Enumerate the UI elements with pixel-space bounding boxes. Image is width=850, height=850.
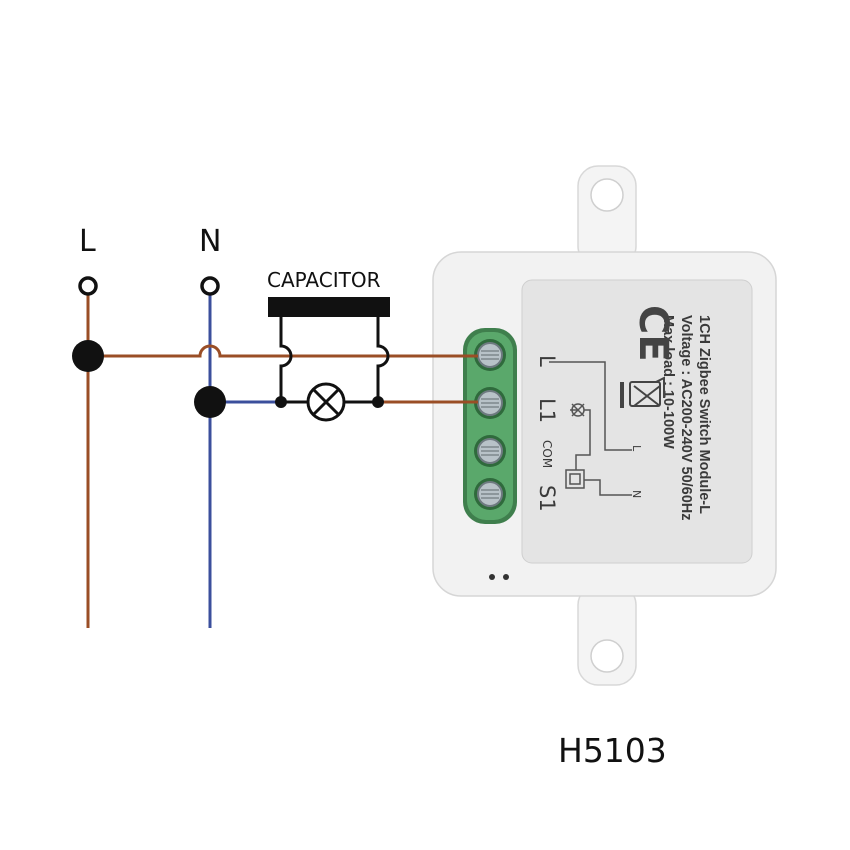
ce-mark: CE: [630, 305, 676, 362]
label-terminal-l-group: L: [535, 355, 559, 367]
label-terminal-l1: L1: [535, 398, 559, 423]
capacitor-junction-right: [372, 396, 384, 408]
spec-text-group: 1CH Zigbee Switch Module-L Voltage : AC2…: [660, 315, 712, 521]
neutral-supply-terminal: [200, 276, 220, 296]
status-led-dot: [489, 574, 495, 580]
label-terminal-com: COM: [540, 440, 554, 468]
model-number: H5103: [558, 731, 667, 770]
reset-hole-dot: [503, 574, 509, 580]
label-terminal-l: L: [535, 355, 559, 367]
top-mounting-tab: [577, 165, 637, 267]
terminal-screw-l1: [474, 387, 506, 419]
terminal-screw-l: [474, 339, 506, 371]
schematic-label-l: L: [630, 445, 643, 452]
label-terminal-l1-group: L1: [535, 398, 559, 423]
capacitor-label: CAPACITOR: [267, 268, 381, 292]
terminal-block: [463, 328, 517, 524]
schematic-label-n-group: N: [630, 490, 643, 498]
live-junction-dot: [72, 340, 104, 372]
capacitor-lead-left: [279, 317, 293, 402]
label-terminal-s1: S1: [535, 485, 559, 512]
spec-line-1: 1CH Zigbee Switch Module-L: [696, 315, 712, 514]
ce-mark-group: CE: [630, 305, 676, 362]
terminal-screw-com: [474, 435, 506, 467]
spec-line-2: Voltage : AC200-240V 50/60Hz: [678, 315, 694, 521]
weee-bin-icon: [620, 376, 665, 408]
capacitor: [268, 297, 390, 408]
spec-line-3: Max.load : 10-100W: [660, 315, 676, 449]
neutral-label: N: [199, 224, 221, 259]
capacitor-body: [268, 297, 390, 317]
capacitor-lead-right: [376, 317, 390, 402]
schematic-label-n: N: [630, 490, 643, 498]
bottom-mounting-tab: [577, 584, 637, 686]
capacitor-junction-left: [275, 396, 287, 408]
label-terminal-com-group: COM: [540, 440, 554, 468]
live-supply-terminal: [78, 276, 98, 296]
switch-module: 1CH Zigbee Switch Module-L Voltage : AC2…: [432, 165, 777, 686]
neutral-junction-dot: [194, 386, 226, 418]
live-label: L: [79, 224, 96, 259]
live-feed-wire: [88, 344, 478, 358]
schematic-label-l-group: L: [630, 445, 643, 452]
label-terminal-s1-group: S1: [535, 485, 559, 512]
terminal-screw-s1: [474, 478, 506, 510]
label-schematic: [549, 361, 632, 496]
label-panel: [521, 279, 753, 564]
lamp-icon: [306, 382, 346, 422]
